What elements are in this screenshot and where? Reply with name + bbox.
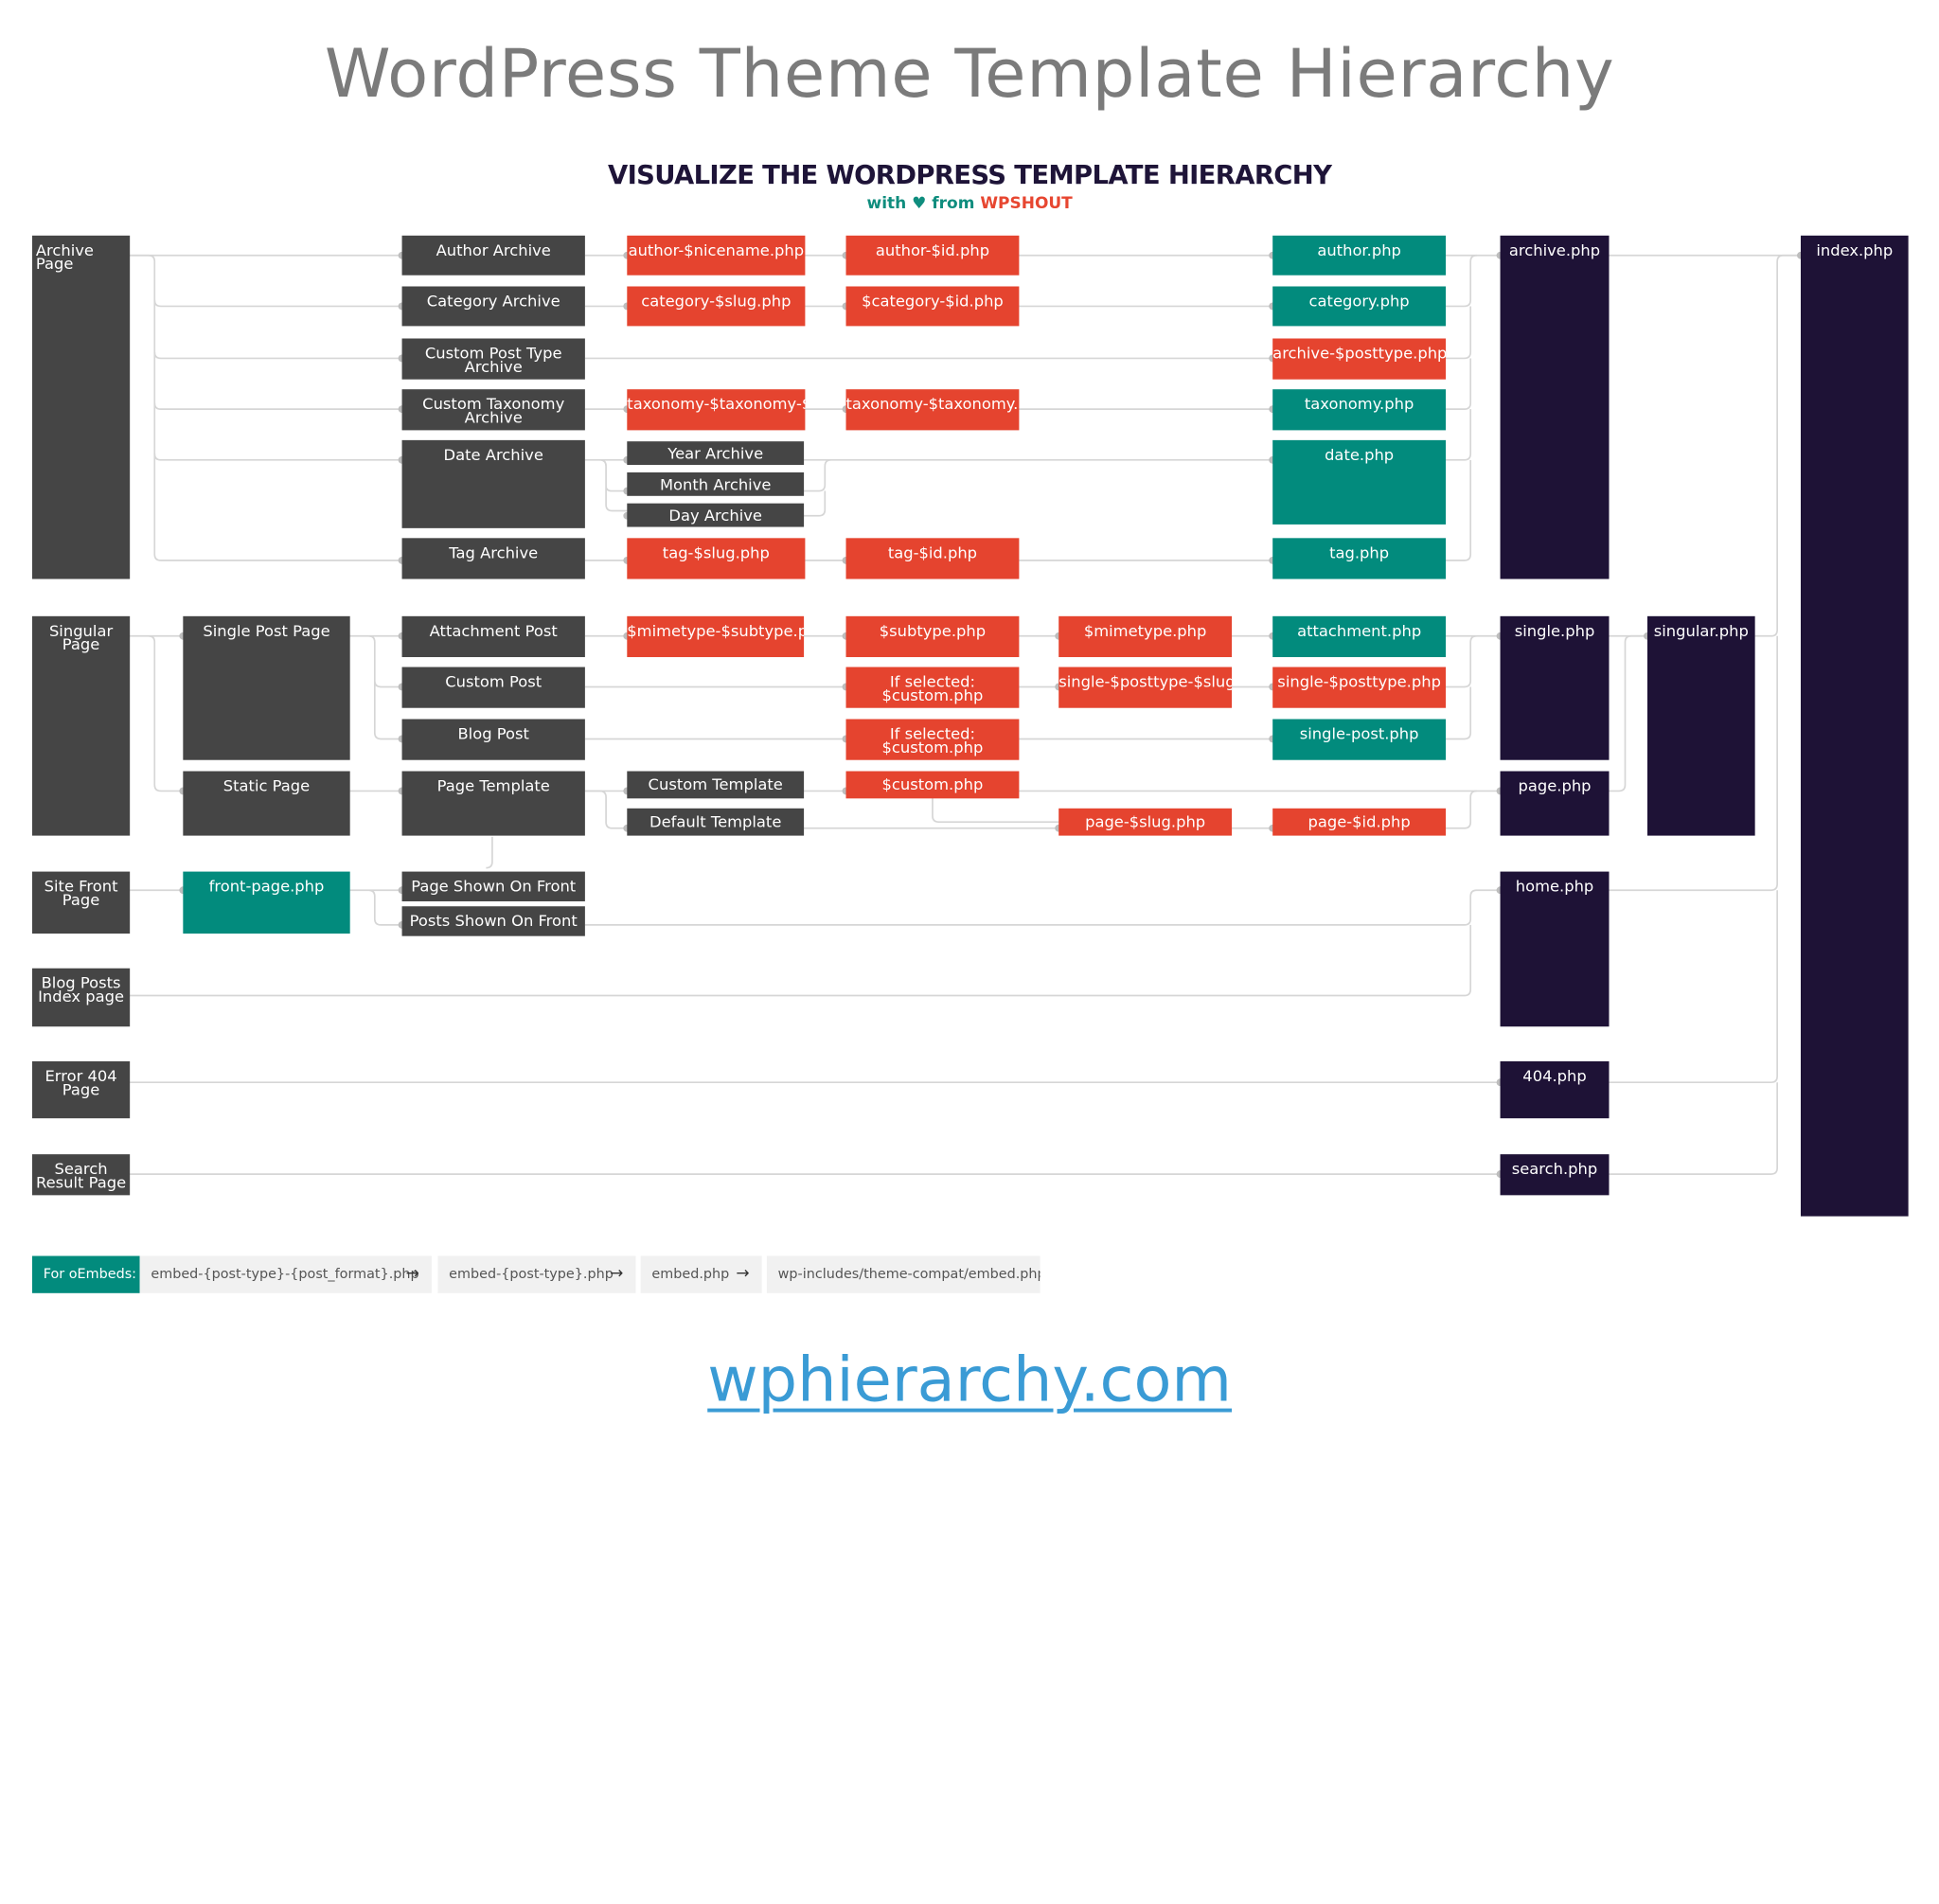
connector	[130, 634, 184, 792]
connector	[804, 790, 1477, 829]
node-attachment-post: Attachment Post	[401, 615, 585, 658]
node-singular-page: Singular Page	[31, 615, 131, 836]
node-single-post-page: Single Post Page	[183, 615, 350, 760]
node-date-archive: Date Archive	[401, 439, 585, 528]
connector	[1754, 254, 1801, 637]
node-day-archive: Day Archive	[627, 503, 805, 527]
site-link[interactable]: wphierarchy.com	[707, 1343, 1233, 1416]
node-blog-post: Blog Post	[401, 719, 585, 760]
connector	[584, 790, 628, 829]
node-single-php: single.php	[1500, 615, 1610, 760]
connector	[130, 1082, 1779, 1175]
node-archive-php: archive.php	[1500, 235, 1610, 579]
node-custom-php: $custom.php	[845, 771, 1020, 799]
node-page-template: Page Template	[401, 771, 585, 836]
node-single-posttype-php: single-$posttype.php	[1272, 667, 1447, 708]
connector	[584, 889, 1501, 926]
tagline-prefix: with ♥ from	[866, 194, 975, 214]
embed-item: wp-includes/theme-compat/embed.php	[766, 1255, 1041, 1293]
node-search-result-page: Search Result Page	[31, 1154, 131, 1196]
node-if-selected-custom-php: If selected: $custom.php	[845, 667, 1020, 708]
node-taxonomy-taxonomy-php: taxonomy-$taxonomy.php	[845, 389, 1020, 431]
node-index-php: index.php	[1800, 235, 1909, 1217]
node-archive-page: Archive Page	[31, 235, 131, 579]
connector	[130, 889, 402, 926]
connector	[349, 634, 402, 740]
node-blog-posts-index: Blog Posts Index page	[31, 968, 131, 1027]
connector	[584, 458, 628, 512]
node-subtype-php: $subtype.php	[845, 615, 1020, 658]
node-error-404-page: Error 404 Page	[31, 1060, 131, 1119]
node-month-archive: Month Archive	[627, 472, 805, 496]
arrow-right-icon: →	[610, 1264, 624, 1284]
node-taxonomy-term-php: taxonomy-$taxonomy-$term.php	[627, 389, 806, 431]
arrow-right-icon: →	[405, 1264, 419, 1284]
node-if-selected-custom-php-2: If selected: $custom.php	[845, 719, 1020, 760]
connector	[804, 458, 1273, 517]
node-static-page: Static Page	[183, 771, 350, 836]
node-single-post-php: single-post.php	[1272, 719, 1447, 760]
node-archive-posttype-php: archive-$posttype.php	[1272, 338, 1447, 380]
node-page-shown-on-front: Page Shown On Front	[401, 871, 585, 902]
node-date-php: date.php	[1272, 439, 1447, 525]
connector	[486, 836, 493, 869]
node-custom-template: Custom Template	[627, 771, 805, 799]
node-author-nicename-php: author-$nicename.php	[627, 235, 806, 276]
node-tag-slug-php: tag-$slug.php	[627, 538, 806, 579]
node-year-archive: Year Archive	[627, 441, 805, 466]
node-404-php: 404.php	[1500, 1060, 1610, 1119]
embed-item-text: embed-{post-type}-{post_format}.php	[151, 1265, 419, 1283]
diagram-heading: VISUALIZE THE WORDPRESS TEMPLATE HIERARC…	[607, 159, 1332, 190]
page-title: WordPress Theme Template Hierarchy	[324, 34, 1615, 114]
node-category-php: category.php	[1272, 286, 1447, 327]
node-posts-shown-on-front: Posts Shown On Front	[401, 906, 585, 936]
node-tag-id-php: tag-$id.php	[845, 538, 1020, 579]
connector	[1609, 635, 1779, 892]
arrow-right-icon: →	[736, 1264, 750, 1284]
connector	[1609, 634, 1647, 792]
tagline-brand: WPSHOUT	[980, 194, 1073, 214]
node-custom-post: Custom Post	[401, 667, 585, 708]
embed-item-text: embed-{post-type}.php	[449, 1265, 614, 1283]
node-single-posttype-slug-php: single-$posttype-$slug.php	[1058, 667, 1233, 708]
embed-item: embed-{post-type}.php →	[437, 1255, 636, 1293]
node-author-id-php: author-$id.php	[845, 235, 1020, 276]
connector	[153, 299, 402, 461]
connector	[130, 924, 1472, 997]
tagline: with ♥ from WPSHOUT	[0, 195, 1939, 214]
connector	[932, 797, 1059, 824]
node-custom-taxonomy-archive: Custom Taxonomy Archive	[401, 389, 585, 431]
embed-item: embed-{post-type}-{post_format}.php →	[139, 1255, 432, 1293]
connector	[130, 890, 1779, 1084]
node-mimetype-subtype-php: $mimetype-$subtype.php	[627, 615, 805, 658]
node-page-slug-php: page-$slug.php	[1058, 808, 1233, 836]
node-custom-post-type-archive: Custom Post Type Archive	[401, 338, 585, 380]
node-attachment-php: attachment.php	[1272, 615, 1447, 658]
node-author-archive: Author Archive	[401, 235, 585, 276]
node-singular-php: singular.php	[1646, 615, 1755, 836]
node-search-php: search.php	[1500, 1154, 1610, 1196]
node-mimetype-php: $mimetype.php	[1058, 615, 1233, 658]
embed-item-text: embed.php	[651, 1265, 730, 1283]
node-taxonomy-php: taxonomy.php	[1272, 389, 1447, 431]
embed-label: For oEmbeds:	[31, 1255, 140, 1293]
connector	[1446, 634, 1501, 740]
node-tag-php: tag.php	[1272, 538, 1447, 579]
node-front-page-php: front-page.php	[183, 871, 350, 934]
node-category-id-php: $category-$id.php	[845, 286, 1020, 327]
node-category-archive: Category Archive	[401, 286, 585, 327]
connector	[1446, 254, 1477, 561]
embed-item-text: wp-includes/theme-compat/embed.php	[777, 1265, 1041, 1283]
connector	[130, 254, 402, 561]
node-tag-archive: Tag Archive	[401, 538, 585, 579]
node-site-front-page: Site Front Page	[31, 871, 131, 934]
node-page-php: page.php	[1500, 771, 1610, 836]
embed-item: embed.php →	[640, 1255, 762, 1293]
node-home-php: home.php	[1500, 871, 1610, 1027]
node-page-id-php: page-$id.php	[1272, 808, 1447, 836]
node-author-php: author.php	[1272, 235, 1447, 276]
node-category-slug-php: category-$slug.php	[627, 286, 806, 327]
node-default-template: Default Template	[627, 808, 805, 836]
